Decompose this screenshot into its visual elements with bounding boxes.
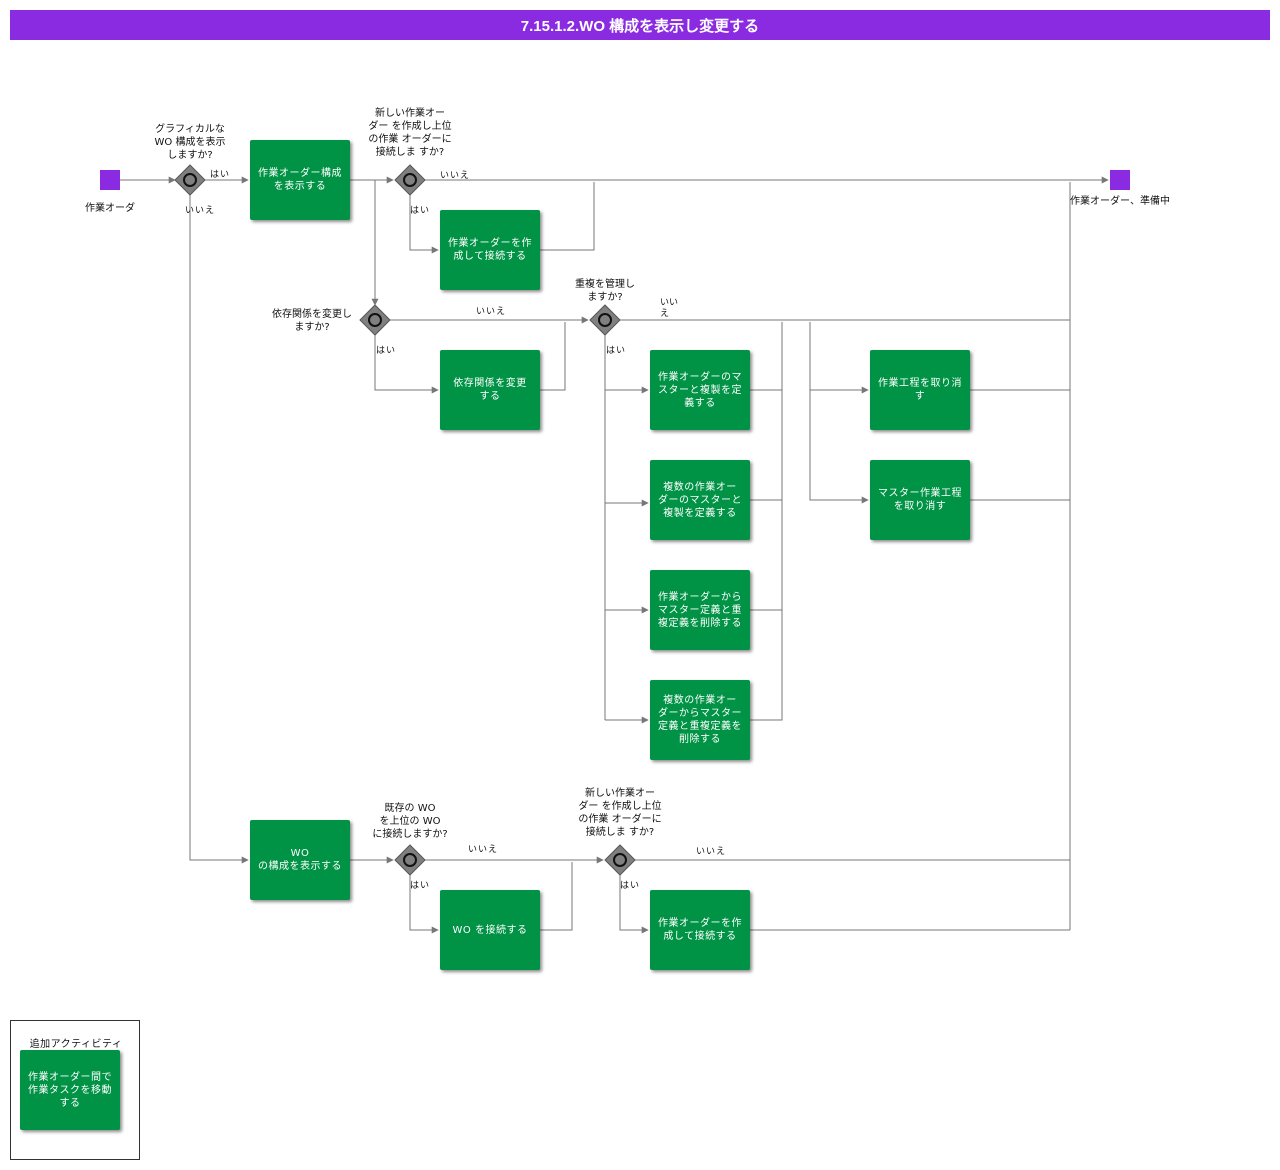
gateway-g1-label: グラフィカルな WO 構成を表示 しますか?: [154, 124, 226, 161]
gateway-g1: [174, 164, 206, 196]
end-event: [1110, 170, 1130, 190]
gateway-g5-label: 既存の WO を上位の WO に接続しますか?: [372, 803, 448, 840]
g2-yes-label: はい: [410, 206, 431, 216]
g5-yes-label: はい: [410, 881, 431, 891]
task-define-master-duplicate-multi[interactable]: 複数の作業オー ダーのマスターと 複製を定義する: [650, 460, 750, 540]
task-define-master-duplicate[interactable]: 作業オーダーのマ スターと複製を定 義する: [650, 350, 750, 430]
g2-no-label: いいえ: [440, 171, 471, 181]
gateway-g5: [394, 844, 426, 876]
task-remove-master-duplicate-multi[interactable]: 複数の作業オー ダーからマスター 定義と重複定義を 削除する: [650, 680, 750, 760]
task-connect-wo[interactable]: WO を接続する: [440, 890, 540, 970]
task-create-connect-wo-bottom[interactable]: 作業オーダーを作 成して接続する: [650, 890, 750, 970]
task-create-connect-wo-top[interactable]: 作業オーダーを作 成して接続する: [440, 210, 540, 290]
task-show-wo-structure-bottom[interactable]: WO の構成を表示する: [250, 820, 350, 900]
g3-no-label: いいえ: [476, 307, 507, 317]
gateway-g2-label: 新しい作業オー ダー を作成し上位 の作業 オーダーに 接続しま すか?: [368, 108, 452, 158]
gateway-g6-label: 新しい作業オー ダー を作成し上位 の作業 オーダーに 接続しま すか?: [578, 788, 662, 838]
gateway-g3-label: 依存関係を変更し ますか?: [272, 309, 352, 333]
gateway-g2: [394, 164, 426, 196]
g4-no-label: いい え: [660, 298, 679, 319]
task-cancel-operation[interactable]: 作業工程を取り消す: [870, 350, 970, 430]
gateway-g4-label: 重複を管理し ますか?: [575, 279, 635, 303]
g5-no-label: いいえ: [468, 845, 499, 855]
start-event: [100, 170, 120, 190]
g3-yes-label: はい: [376, 346, 397, 356]
legend-title: 追加アクティビティ: [29, 1039, 123, 1050]
task-show-wo-structure[interactable]: 作業オーダー構成 を表示する: [250, 140, 350, 220]
g4-yes-label: はい: [606, 346, 627, 356]
gateway-g6: [604, 844, 636, 876]
task-cancel-master-operation[interactable]: マスター作業工程 を取り消す: [870, 460, 970, 540]
g1-no-label: いいえ: [185, 206, 216, 216]
page-title: 7.15.1.2.WO 構成を表示し変更する: [10, 10, 1270, 40]
task-move-work-task[interactable]: 作業オーダー間で 作業タスクを移動 する: [20, 1050, 120, 1130]
end-event-label: 作業オーダー、準備中: [1070, 196, 1170, 207]
additional-activities-legend: 追加アクティビティ: [10, 1020, 140, 1160]
task-change-dependency[interactable]: 依存関係を変更 する: [440, 350, 540, 430]
gateway-g4: [589, 304, 621, 336]
task-remove-master-duplicate[interactable]: 作業オーダーから マスター定義と重 複定義を削除する: [650, 570, 750, 650]
gateway-g3: [359, 304, 391, 336]
g6-yes-label: はい: [620, 881, 641, 891]
g6-no-label: いいえ: [696, 847, 727, 857]
start-event-label: 作業オーダ: [85, 203, 135, 214]
g1-yes-label: はい: [210, 170, 231, 180]
